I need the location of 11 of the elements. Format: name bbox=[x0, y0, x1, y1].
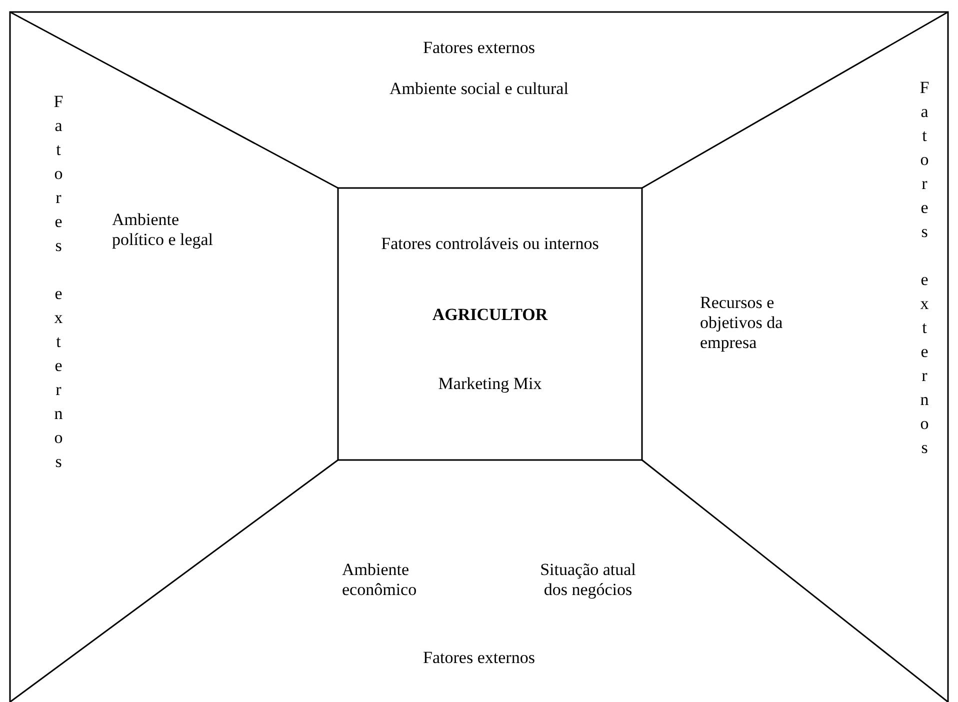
box-title: AGRICULTOR bbox=[431, 305, 549, 325]
vertical-heading: Fatores externos bbox=[48, 92, 68, 476]
region-label: Situação atual dos negócios bbox=[539, 560, 637, 600]
vertical-heading: Fatores externos bbox=[914, 78, 934, 462]
region-label: Ambiente econômico bbox=[342, 560, 418, 600]
region-label: Ambiente político e legal bbox=[112, 210, 214, 250]
region-heading: Fatores externos bbox=[422, 648, 536, 668]
box-label: Marketing Mix bbox=[437, 374, 543, 394]
region-label: Recursos e objetivos da empresa bbox=[700, 293, 784, 353]
box-label: Fatores controláveis ou internos bbox=[380, 234, 600, 254]
region-heading: Fatores externos bbox=[422, 38, 536, 58]
